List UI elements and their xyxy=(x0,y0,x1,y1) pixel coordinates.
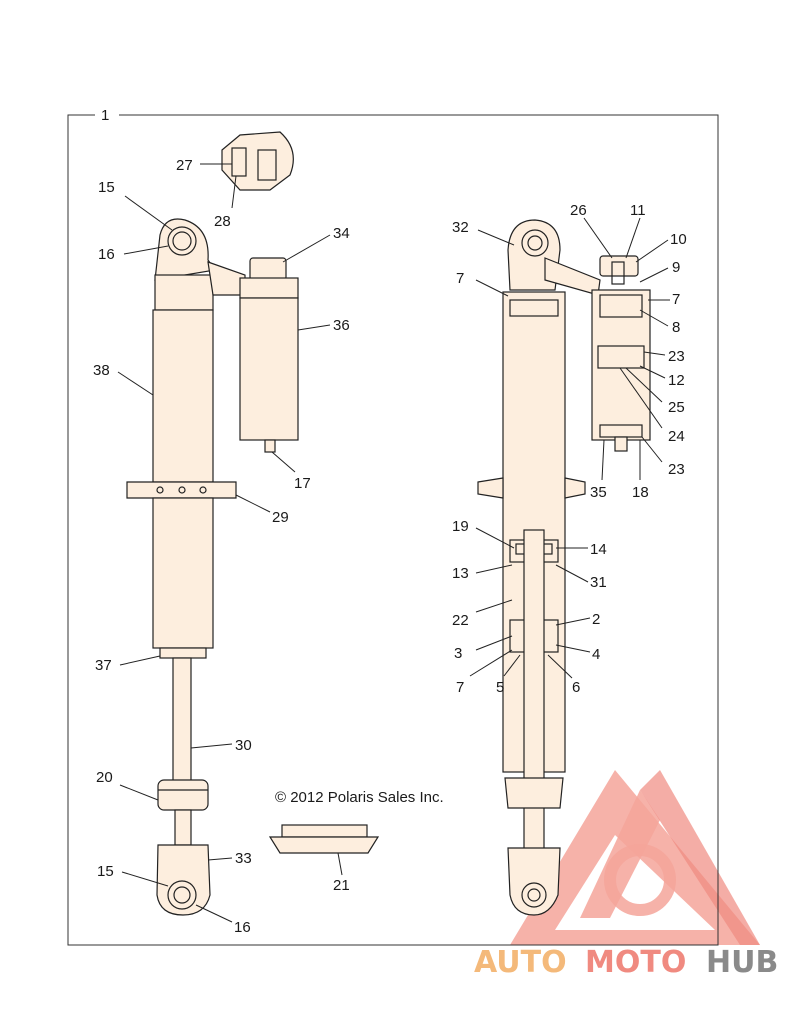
callout-17: 17 xyxy=(294,475,311,492)
callout-4: 4 xyxy=(592,646,600,663)
callout-28: 28 xyxy=(214,213,231,230)
callout-32: 32 xyxy=(452,219,469,236)
callout-2: 2 xyxy=(592,611,600,628)
callout-21: 21 xyxy=(333,877,350,894)
bumper-cup-21: 21 xyxy=(268,824,380,894)
callout-16b: 16 xyxy=(234,919,251,936)
callout-24: 24 xyxy=(668,428,685,445)
callout-33: 33 xyxy=(235,850,252,867)
watermark-logo xyxy=(510,770,760,945)
callout-25: 25 xyxy=(668,399,685,416)
callout-27: 27 xyxy=(176,157,193,174)
callout-14: 14 xyxy=(590,541,607,558)
right-shock-section: 32 7 19 14 13 31 22 2 3 4 7 xyxy=(452,202,687,916)
watermark-auto: AUTO xyxy=(474,945,567,980)
copyright-text: © 2012 Polaris Sales Inc. xyxy=(275,789,444,806)
callout-15b: 15 xyxy=(97,863,114,880)
callout-30: 30 xyxy=(235,737,252,754)
callout-38: 38 xyxy=(93,362,110,379)
callout-6: 6 xyxy=(572,679,580,696)
valve-cap-detail xyxy=(200,131,294,191)
callout-8: 8 xyxy=(672,319,680,336)
callout-7a: 7 xyxy=(456,270,464,287)
watermark-moto: MOTO xyxy=(585,945,686,980)
callout-7c: 7 xyxy=(456,679,464,696)
left-shock-assembly: 27 28 15 16 34 36 17 38 29 xyxy=(93,131,350,936)
callout-15a: 15 xyxy=(98,179,115,196)
callout-23a: 23 xyxy=(668,348,685,365)
callout-31: 31 xyxy=(590,574,607,591)
callout-22: 22 xyxy=(452,612,469,629)
callout-36: 36 xyxy=(333,317,350,334)
callout-10: 10 xyxy=(670,231,687,248)
callout-5: 5 xyxy=(496,679,504,696)
callout-23b: 23 xyxy=(668,461,685,478)
callout-11: 11 xyxy=(630,202,646,219)
callout-20: 20 xyxy=(96,769,113,786)
callout-16a: 16 xyxy=(98,246,115,263)
callout-1: 1 xyxy=(101,107,109,124)
callout-3: 3 xyxy=(454,645,462,662)
callout-35: 35 xyxy=(590,484,607,501)
callout-26: 26 xyxy=(570,202,587,219)
callout-13: 13 xyxy=(452,565,469,582)
watermark-hub: HUB xyxy=(706,945,778,980)
callout-12: 12 xyxy=(668,372,685,389)
callout-37: 37 xyxy=(95,657,112,674)
callout-19: 19 xyxy=(452,518,469,535)
watermark-text: AUTO MOTO HUB xyxy=(474,945,778,980)
callout-7b: 7 xyxy=(672,291,680,308)
callout-18: 18 xyxy=(632,484,649,501)
callout-29: 29 xyxy=(272,509,289,526)
assembly-frame xyxy=(67,114,719,946)
callout-34: 34 xyxy=(333,225,350,242)
callout-9: 9 xyxy=(672,259,680,276)
